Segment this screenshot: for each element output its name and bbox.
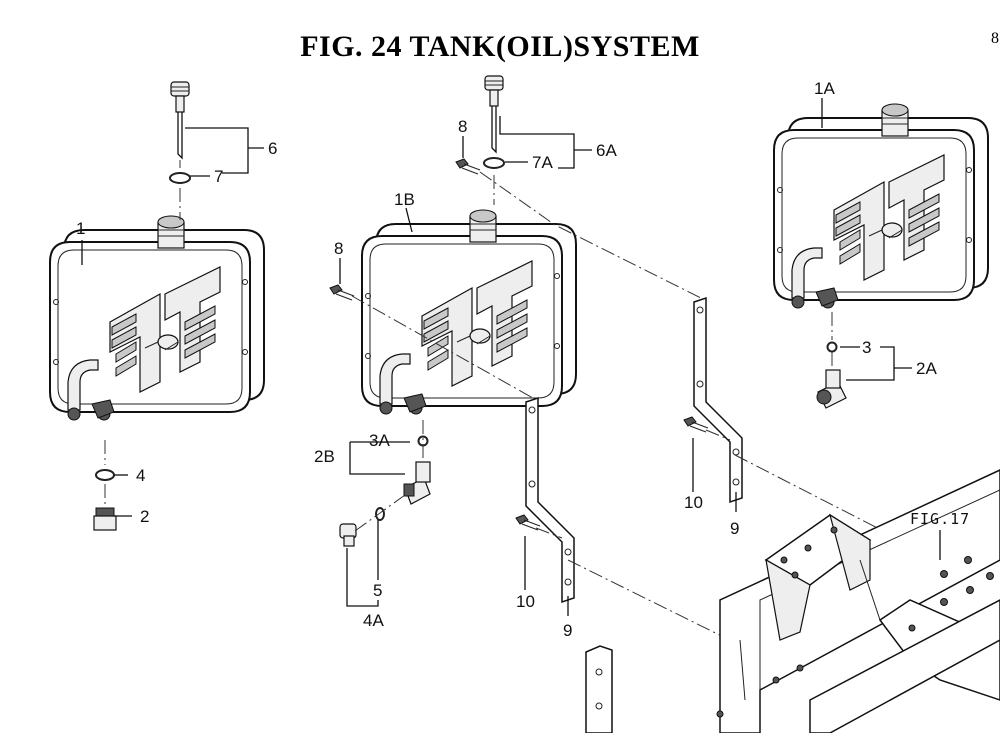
main-frame: FIG.17 xyxy=(585,469,1000,734)
elbow-fitting-2A xyxy=(816,369,847,409)
dipstick-6 xyxy=(170,81,190,159)
callout-6A: 6A xyxy=(596,141,617,160)
o-ring-7 xyxy=(169,172,191,184)
drain-plug-2 xyxy=(93,507,117,531)
callout-2A: 2A xyxy=(916,359,937,378)
plug-4A xyxy=(339,523,357,547)
callout-fig17: FIG.17 xyxy=(910,510,970,528)
leader-6 xyxy=(185,127,264,174)
oil-tank-1A xyxy=(773,103,989,309)
callout-5: 5 xyxy=(373,581,382,600)
callout-2: 2 xyxy=(140,507,149,526)
o-ring-3 xyxy=(826,341,838,353)
callout-8-upper: 8 xyxy=(458,117,467,136)
page-number: 8 xyxy=(991,30,999,47)
callout-6: 6 xyxy=(268,139,277,158)
callout-3A: 3A xyxy=(369,431,390,450)
callout-4: 4 xyxy=(136,466,145,485)
callout-10-right: 10 xyxy=(684,493,703,512)
elbow-fitting-2B xyxy=(403,461,431,505)
bolt-8-upper xyxy=(455,158,481,175)
bolt-8-left xyxy=(329,284,355,301)
bolt-10-right xyxy=(683,416,709,433)
callout-7: 7 xyxy=(214,167,223,186)
callout-9-right: 9 xyxy=(730,519,739,538)
bracket-9-left xyxy=(525,397,575,603)
figure-title: FIG. 24 TANK(OIL)SYSTEM xyxy=(300,30,700,63)
bracket-9-right xyxy=(693,297,743,503)
oil-tank-1B xyxy=(361,209,577,415)
callout-7A: 7A xyxy=(532,153,553,172)
callout-1: 1 xyxy=(76,219,85,238)
callout-4A: 4A xyxy=(363,611,384,630)
callout-8-left: 8 xyxy=(334,239,343,258)
callout-2B: 2B xyxy=(314,447,335,466)
callout-3: 3 xyxy=(862,338,871,357)
callout-9-left: 9 xyxy=(563,621,572,640)
o-ring-5 xyxy=(375,507,385,521)
washer-4 xyxy=(95,469,115,481)
callout-10-left: 10 xyxy=(516,592,535,611)
dipstick-6A xyxy=(484,75,504,153)
callout-1A: 1A xyxy=(814,79,835,98)
callout-1B: 1B xyxy=(394,190,415,209)
o-ring-7A xyxy=(483,157,505,169)
